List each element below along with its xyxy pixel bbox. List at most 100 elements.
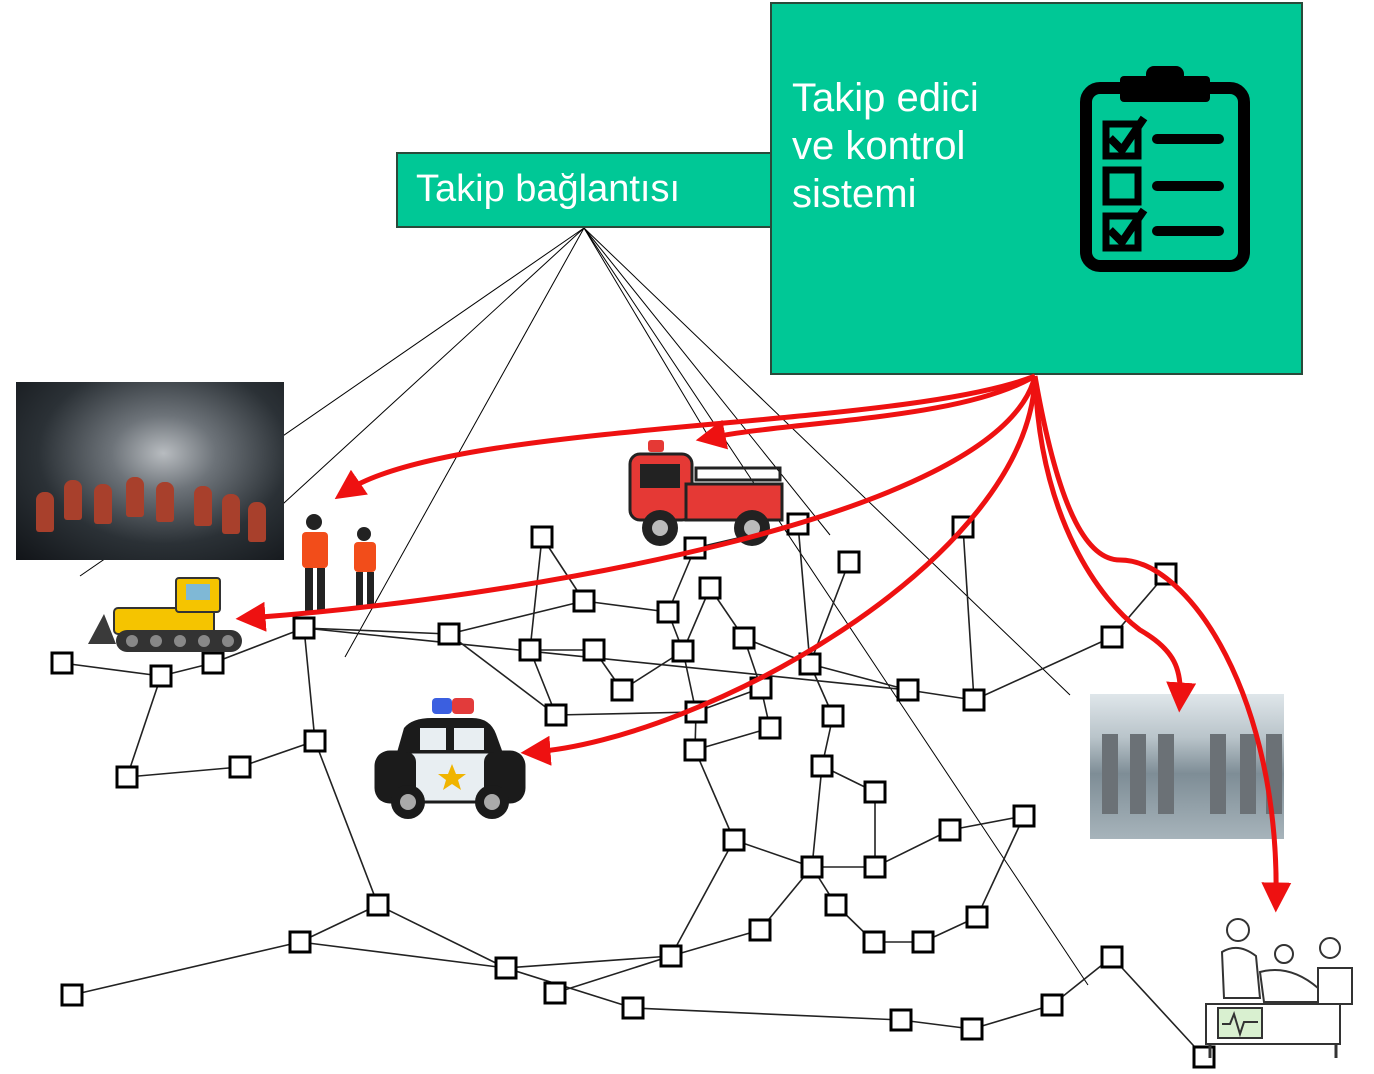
- network-edge: [303, 627, 316, 742]
- network-edge: [505, 955, 672, 969]
- network-node: [732, 626, 756, 650]
- network-edge: [1111, 956, 1205, 1058]
- network-node: [1040, 993, 1064, 1017]
- warehouse-rack: [1210, 734, 1226, 814]
- rescue-team-photo: [16, 382, 284, 560]
- network-edge: [448, 633, 557, 716]
- network-edge: [874, 829, 951, 868]
- network-edge: [694, 727, 771, 751]
- rescue-worker-figure: [94, 484, 112, 524]
- rescue-worker-figure: [194, 486, 212, 526]
- network-node: [1100, 945, 1124, 969]
- rescue-worker-figure: [64, 480, 82, 520]
- network-node: [437, 622, 461, 646]
- clipboard-checklist-icon: [1080, 66, 1250, 272]
- control-arrow: [1032, 375, 1292, 913]
- network-edge: [126, 675, 162, 778]
- network-edge: [303, 627, 450, 635]
- network-node: [889, 1008, 913, 1032]
- rescue-workers-icon: [302, 514, 376, 612]
- warehouse-rack: [1240, 734, 1256, 814]
- network-edge: [694, 749, 735, 841]
- tracking-control-system-box: Takip edici ve kontrol sistemi: [770, 2, 1303, 375]
- control-arrow: [1032, 375, 1197, 713]
- network-edge: [299, 941, 507, 969]
- rescue-worker-figure: [222, 494, 240, 534]
- network-edge: [314, 740, 379, 906]
- tracking-connection-line: [583, 227, 1071, 696]
- network-node: [115, 765, 139, 789]
- network-edge: [811, 765, 823, 868]
- network-edge: [809, 663, 909, 691]
- rescue-worker-figure: [126, 477, 144, 517]
- network-edge: [61, 662, 162, 677]
- network-edge: [239, 740, 316, 768]
- bulldozer-icon: [88, 577, 242, 652]
- network-edge: [554, 955, 672, 994]
- control-arrow: [235, 375, 1038, 632]
- control-arrow: [334, 373, 1036, 500]
- tracking-link-box: Takip bağlantısı: [396, 152, 776, 228]
- network-edge: [670, 929, 761, 957]
- network-edge: [555, 711, 697, 716]
- warehouse-rack: [1102, 734, 1118, 814]
- network-node: [837, 550, 861, 574]
- police-car-icon: [374, 698, 526, 819]
- network-node: [698, 576, 722, 600]
- network-node: [494, 956, 518, 980]
- network-node: [610, 678, 634, 702]
- network-node: [288, 930, 312, 954]
- network-edge: [976, 815, 1025, 918]
- network-node: [292, 616, 316, 640]
- network-node: [798, 652, 822, 676]
- network-node: [722, 828, 746, 852]
- tracking-connection-line: [344, 227, 585, 658]
- network-node: [201, 651, 225, 675]
- network-nodes: [50, 512, 1216, 1069]
- network-edge: [448, 600, 585, 635]
- network-node: [659, 944, 683, 968]
- network-node: [303, 729, 327, 753]
- network-node: [582, 638, 606, 662]
- network-node: [656, 600, 680, 624]
- network-node: [683, 738, 707, 762]
- network-edge: [900, 1019, 973, 1030]
- network-node: [911, 930, 935, 954]
- network-node: [621, 996, 645, 1020]
- rescue-worker-figure: [248, 502, 266, 542]
- network-node: [863, 780, 887, 804]
- control-system-label: Takip edici ve kontrol sistemi: [792, 74, 979, 218]
- network-edge: [971, 1004, 1053, 1030]
- network-node: [800, 855, 824, 879]
- rescue-worker-figure: [36, 492, 54, 532]
- tracking-link-label: Takip bağlantısı: [416, 168, 681, 210]
- network-node: [1100, 625, 1124, 649]
- network-node: [366, 893, 390, 917]
- network-edge: [583, 600, 669, 613]
- network-node: [543, 981, 567, 1005]
- network-node: [50, 651, 74, 675]
- network-node: [544, 703, 568, 727]
- rescue-worker-figure: [156, 482, 174, 522]
- network-edge: [71, 941, 301, 996]
- network-edge: [377, 904, 507, 969]
- tracking-connection-line: [235, 227, 585, 548]
- network-node: [960, 1017, 984, 1041]
- network-edge: [797, 523, 811, 665]
- network-edge: [299, 904, 379, 943]
- network-edge: [670, 839, 735, 957]
- network-node: [896, 678, 920, 702]
- network-edge: [529, 536, 543, 651]
- network-node: [671, 639, 695, 663]
- network-node: [965, 905, 989, 929]
- network-edge: [949, 815, 1025, 831]
- network-edge: [733, 839, 813, 868]
- network-node: [863, 855, 887, 879]
- tracking-connection-line: [583, 227, 714, 445]
- hospital-patient-icon: [1205, 918, 1353, 1058]
- network-node: [518, 638, 542, 662]
- network-node: [748, 918, 772, 942]
- network-edge: [973, 636, 1113, 701]
